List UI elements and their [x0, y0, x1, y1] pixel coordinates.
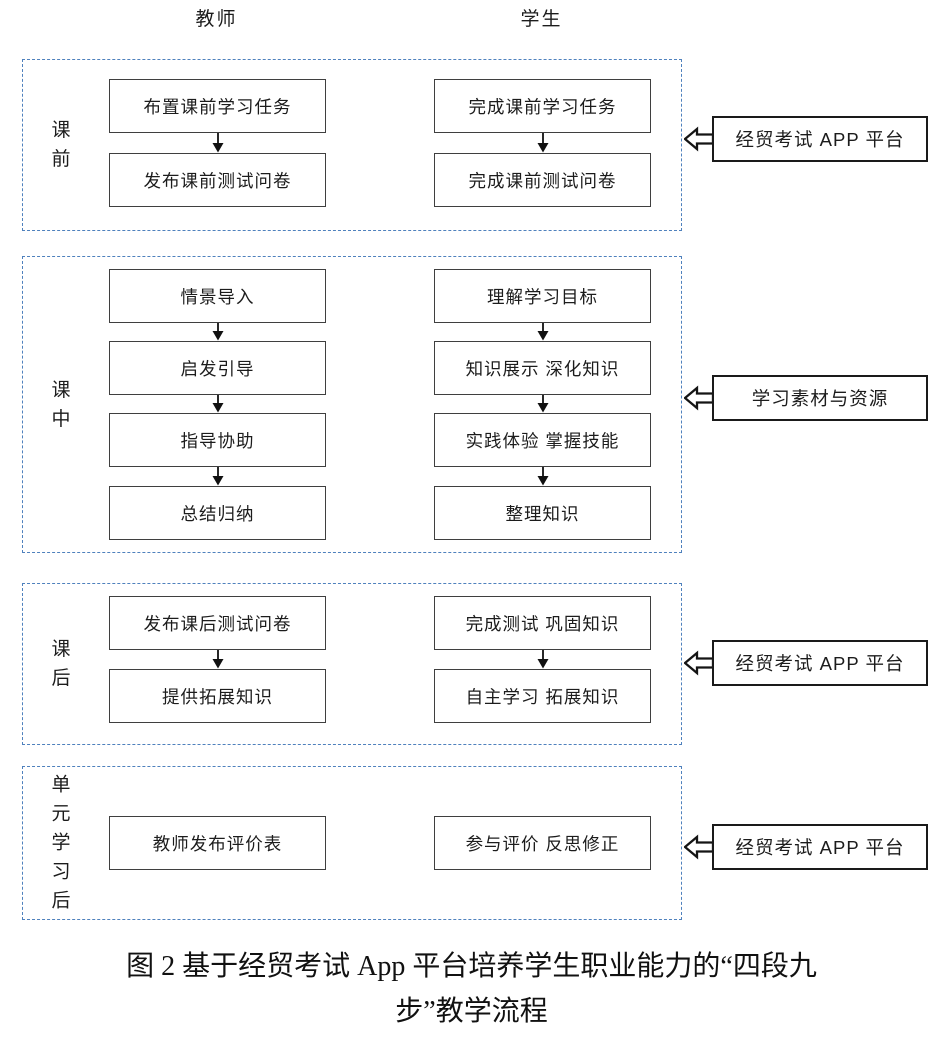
platform-label: 经贸考试 APP 平台	[712, 824, 928, 870]
student-step-box: 整理知识	[434, 486, 651, 540]
down-arrow-icon	[210, 467, 226, 486]
teacher-step-box: 提供拓展知识	[109, 669, 326, 723]
stage-label: 单元学习后	[51, 774, 71, 912]
column-header-student: 学生	[520, 9, 563, 30]
stage-section-3: 课后发布课后测试问卷提供拓展知识 完成测试 巩固知识自主学习 拓展知识	[22, 583, 682, 745]
teacher-step-box: 情景导入	[109, 269, 326, 323]
left-block-arrow-icon	[684, 834, 714, 860]
down-arrow-icon	[535, 133, 551, 153]
stage-section-2: 课中 情景导入启发引导指导协助总结归纳 理解学习目标知识展示 深化知识实践体验 掌握…	[22, 256, 682, 553]
platform-label: 经贸考试 APP 平台	[712, 640, 928, 686]
down-arrow-icon	[535, 650, 551, 669]
caption-line-2: 步”教学流程	[395, 996, 548, 1028]
stage-label: 课前	[51, 120, 71, 170]
teacher-step-box: 布置课前学习任务	[109, 79, 326, 133]
platform-label: 学习素材与资源	[712, 375, 928, 421]
column-header-teacher: 教师	[195, 9, 238, 30]
down-arrow-icon	[210, 395, 226, 413]
left-block-arrow-icon	[684, 126, 714, 152]
figure-caption: 图 2 基于经贸考试 App 平台培养学生职业能力的“四段九 步”教学流程	[0, 944, 943, 1035]
side-annotation-1: 经贸考试 APP 平台	[684, 116, 928, 162]
platform-label: 经贸考试 APP 平台	[712, 116, 928, 162]
student-step-box: 完成课前学习任务	[434, 79, 651, 133]
student-step-box: 实践体验 掌握技能	[434, 413, 651, 467]
down-arrow-icon	[210, 133, 226, 153]
student-step-box: 理解学习目标	[434, 269, 651, 323]
caption-line-1: 图 2 基于经贸考试 App 平台培养学生职业能力的“四段九	[126, 951, 817, 982]
down-arrow-icon	[210, 650, 226, 669]
teacher-step-box: 发布课前测试问卷	[109, 153, 326, 207]
side-annotation-3: 经贸考试 APP 平台	[684, 640, 928, 686]
teacher-step-box: 指导协助	[109, 413, 326, 467]
teacher-step-box: 总结归纳	[109, 486, 326, 540]
down-arrow-icon	[535, 323, 551, 341]
stage-label: 课后	[51, 639, 71, 689]
teacher-step-box: 发布课后测试问卷	[109, 596, 326, 650]
down-arrow-icon	[535, 467, 551, 486]
student-step-box: 完成课前测试问卷	[434, 153, 651, 207]
side-annotation-4: 经贸考试 APP 平台	[684, 824, 928, 870]
student-step-box: 自主学习 拓展知识	[434, 669, 651, 723]
side-annotation-2: 学习素材与资源	[684, 375, 928, 421]
student-step-box: 完成测试 巩固知识	[434, 596, 651, 650]
left-block-arrow-icon	[684, 385, 714, 411]
stage-label: 课中	[51, 379, 71, 430]
stage-section-1: 课前布置课前学习任务发布课前测试问卷 完成课前学习任务完成课前测试问卷	[22, 59, 682, 231]
left-block-arrow-icon	[684, 650, 714, 676]
teacher-step-box: 启发引导	[109, 341, 326, 395]
teacher-step-box: 教师发布评价表	[109, 816, 326, 870]
student-step-box: 参与评价 反思修正	[434, 816, 651, 870]
student-step-box: 知识展示 深化知识	[434, 341, 651, 395]
down-arrow-icon	[210, 323, 226, 341]
down-arrow-icon	[535, 395, 551, 413]
stage-section-4: 单元学习后 教师发布评价表 参与评价 反思修正	[22, 766, 682, 920]
